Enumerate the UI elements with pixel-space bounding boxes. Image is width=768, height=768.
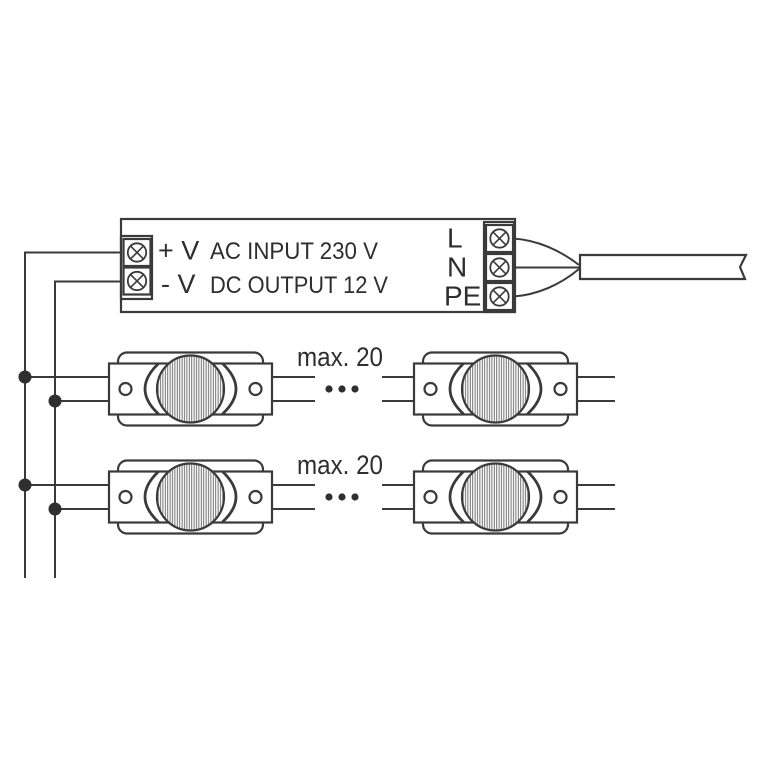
mains-cable xyxy=(578,253,748,281)
l-wire xyxy=(512,237,580,266)
junction-dot xyxy=(18,478,32,492)
mains-terminal-block xyxy=(482,220,516,314)
terminal-l-label: L xyxy=(447,223,463,254)
led-module xyxy=(107,351,274,427)
screw-terminal-icon xyxy=(484,252,515,283)
screw-terminal-icon xyxy=(484,223,515,254)
led-module xyxy=(412,459,579,535)
plus-v-label: + V xyxy=(158,236,199,266)
junction-dot xyxy=(48,394,62,408)
screw-terminal-icon xyxy=(484,281,515,312)
screw-terminal-icon xyxy=(122,237,152,268)
ellipsis-dots-row2 xyxy=(325,493,359,501)
psu-box xyxy=(119,217,517,314)
power-supply-unit: + V AC INPUT 230 V - V DC OUTPUT 12 V L … xyxy=(119,217,517,314)
pe-wire xyxy=(512,268,580,298)
row1-wires xyxy=(25,376,615,402)
dc-bus-positive-wire xyxy=(24,251,123,578)
screw-terminal-icon xyxy=(122,266,152,296)
dc-terminal-block xyxy=(119,234,154,301)
dc-output-label: DC OUTPUT 12 V xyxy=(210,272,388,299)
dc-bus-wires xyxy=(24,251,123,578)
led-module xyxy=(412,351,579,427)
ellipsis-dots-row1 xyxy=(325,385,359,393)
dc-bus-negative-wire xyxy=(54,280,123,578)
mains-cable-assembly xyxy=(512,237,748,298)
junction-dot xyxy=(48,502,62,516)
max-20-label-row2: max. 20 xyxy=(297,450,383,480)
junction-dot xyxy=(18,370,32,384)
max-20-label-row1: max. 20 xyxy=(297,342,383,372)
minus-v-label: - V xyxy=(161,269,196,299)
ac-input-label: AC INPUT 230 V xyxy=(210,238,378,265)
terminal-n-label: N xyxy=(447,252,467,283)
terminal-pe-label: PE xyxy=(444,281,481,312)
row2-wires xyxy=(25,484,615,510)
led-module xyxy=(107,459,274,535)
